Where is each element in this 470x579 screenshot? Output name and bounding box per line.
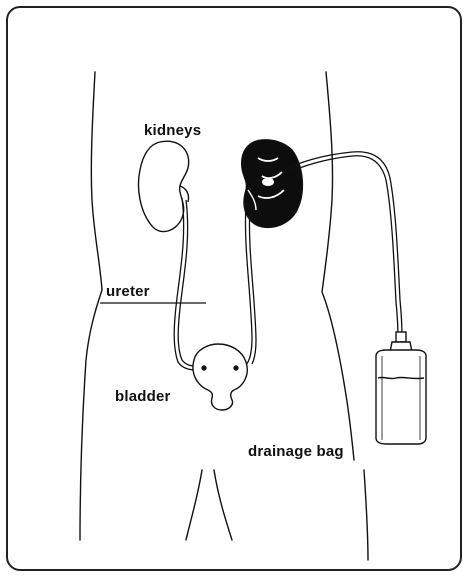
label-ureter: ureter — [106, 284, 150, 299]
bladder — [193, 344, 247, 410]
label-bladder: bladder — [115, 389, 171, 404]
right-kidney — [242, 140, 303, 228]
label-drainage-bag: drainage bag — [248, 444, 344, 459]
label-kidneys: kidneys — [144, 123, 201, 138]
drainage-bag — [376, 332, 426, 444]
body-outline — [80, 72, 368, 560]
left-kidney — [139, 141, 189, 231]
